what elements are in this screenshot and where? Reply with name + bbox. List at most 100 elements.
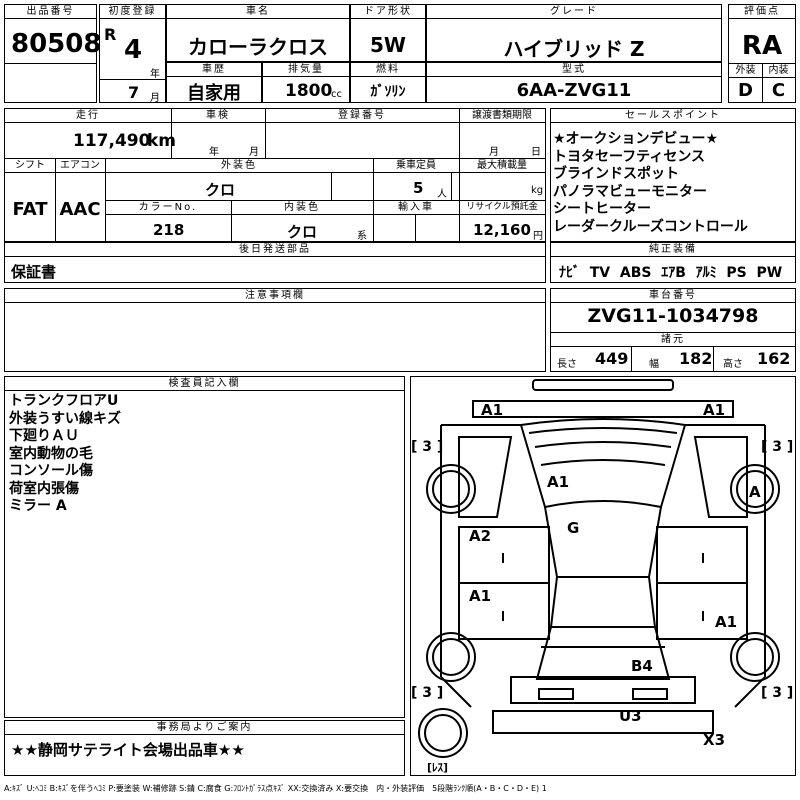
damage-mark: X3 [703, 731, 726, 749]
lot-box: 出品番号 80508 [4, 4, 101, 103]
damage-mark: U3 [619, 707, 642, 725]
deadline-label: 譲渡書類期限 [459, 109, 545, 123]
inspector-item: ミラー A [9, 498, 67, 514]
fuel-label: 燃料 [351, 63, 425, 77]
chassis-box: 車台番号 ZVG11-1034798 諸元 長さ 449 幅 182 高さ 16… [550, 288, 796, 372]
displacement-box: 排気量 1800 cc [262, 62, 350, 103]
sales-point-item: トヨタセーフティセンス [553, 148, 706, 165]
int-score-label: 内装 [762, 64, 795, 78]
car-name-value: カローラクロス [188, 35, 328, 59]
capacity-unit: 人 [437, 189, 447, 200]
equipment-item: ｱﾙﾐ [695, 265, 717, 281]
equipment-box: 純正装備 ﾅﾋﾞ TV ABS ｴｱB ｱﾙﾐ PS PW [550, 242, 796, 283]
history-box: 車歴 自家用 [166, 62, 262, 104]
lot-label: 出品番号 [5, 5, 96, 19]
history-value: 自家用 [187, 83, 241, 104]
damage-mark: A [749, 483, 761, 501]
aircon-value: AAC [59, 199, 101, 220]
height-value: 162 [757, 349, 791, 368]
later-parts-value: 保証書 [11, 263, 57, 281]
model-value: 6AA-ZVG11 [516, 80, 632, 101]
spare-mark: [ﾚｽ] [427, 761, 449, 774]
reg-year-unit: 年 [150, 69, 160, 80]
office-label: 事務局よりご案内 [5, 721, 404, 735]
sales-point-item: シートヒーター [553, 201, 651, 217]
mileage-label: 走行 [5, 109, 172, 123]
legend: A:ｷｽﾞ U:ﾍｺﾐ B:ｷｽﾞを伴うﾍｺﾐ P:要塗装 W:補修跡 S:錆 … [4, 784, 547, 793]
shift-label: シフト [5, 159, 56, 173]
height-label: 高さ [723, 359, 743, 370]
damage-mark: A1 [481, 401, 504, 419]
sales-point-item: レーダークルーズコントロール [553, 218, 748, 235]
notes-box: 注意事項欄 [4, 288, 546, 372]
inspector-item: 室内動物の毛 [9, 445, 93, 462]
reg-month: 7 [128, 83, 140, 102]
door-label: ドア形状 [351, 5, 425, 19]
width-label: 幅 [649, 359, 659, 370]
int-color-value: クロ [287, 223, 318, 241]
ext-score-value: D [738, 80, 753, 101]
history-label: 車歴 [167, 63, 261, 77]
sales-points-label: セールスポイント [551, 109, 795, 123]
recycle-unit: 円 [533, 231, 543, 242]
reg-era: R [104, 25, 117, 44]
sales-point-item: ブラインドスポット [553, 166, 679, 182]
tire-mark: [ 3 ] [411, 439, 444, 455]
recycle-label: リサイクル預託金 [459, 201, 545, 215]
inspector-item: コンソール傷 [9, 463, 93, 479]
max-load-unit: kg [531, 185, 544, 196]
lot-value: 80508 [11, 29, 102, 59]
fuel-box: 燃料 ｶﾞｿﾘﾝ [350, 62, 426, 103]
tire-mark: [ 3 ] [761, 685, 794, 701]
equipment-list: ﾅﾋﾞ TV ABS ｴｱB ｱﾙﾐ PS PW [559, 262, 782, 282]
score-box: 評価点 RA 外装 内装 D C [728, 4, 796, 103]
chassis-label: 車台番号 [551, 289, 795, 303]
damage-mark: G [567, 519, 580, 537]
displacement-unit: cc [331, 89, 342, 100]
chassis-value: ZVG11-1034798 [587, 305, 759, 327]
model-label: 型式 [427, 63, 721, 77]
int-color-unit: 系 [357, 231, 367, 242]
recycle-value: 12,160 [473, 221, 531, 239]
ext-color-value: クロ [205, 181, 236, 199]
reg-label: 初度登録 [100, 5, 165, 19]
fuel-value: ｶﾞｿﾘﾝ [370, 84, 406, 100]
capacity-value: 5 [413, 179, 424, 197]
capacity-label: 乗車定員 [373, 159, 460, 173]
damage-mark: A2 [469, 527, 492, 545]
equipment-item: ｴｱB [661, 265, 686, 281]
later-parts-box: 後日発送部品 保証書 [4, 242, 546, 283]
equipment-item: PW [756, 265, 783, 281]
tire-mark: [ 3 ] [761, 439, 794, 455]
shift-value: FAT [12, 199, 48, 220]
color-no-value: 218 [153, 221, 185, 239]
damage-mark: A1 [469, 587, 492, 605]
model-box: 型式 6AA-ZVG11 [426, 62, 722, 103]
damage-mark: A1 [547, 473, 570, 491]
int-color-label: 内装色 [231, 201, 374, 215]
inspector-item: トランクフロアU [9, 393, 119, 409]
sales-points-box: セールスポイント ★オークションデビュー★ トヨタセーフティセンス ブラインドス… [550, 108, 796, 242]
displacement-label: 排気量 [263, 63, 349, 77]
grade-box: グレード ハイブリッド Z [426, 4, 722, 62]
import-label: 輸入車 [373, 201, 460, 215]
equipment-item: PS [726, 265, 747, 281]
deadline-month-unit: 月 [489, 147, 499, 158]
spec-grid: 走行 車検 登録番号 譲渡書類期限 117,490 km 年 月 月 日 シフト… [4, 108, 546, 242]
grade-label: グレード [427, 5, 721, 19]
inspector-item: 外装うすい線キズ [9, 410, 121, 427]
max-load-label: 最大積載量 [459, 159, 545, 173]
inspector-item: 荷室内張傷 [9, 480, 79, 497]
width-value: 182 [679, 349, 713, 368]
damage-mark: B4 [631, 657, 653, 675]
score-value: RA [741, 31, 783, 61]
tire-mark: [ 3 ] [411, 685, 444, 701]
car-name-label: 車名 [167, 5, 349, 19]
score-label: 評価点 [729, 5, 795, 19]
door-value: 5W [370, 33, 406, 57]
plate-label: 登録番号 [265, 109, 460, 123]
office-value: ★★静岡サテライト会場出品車★★ [11, 741, 245, 759]
aircon-label: エアコン [55, 159, 106, 173]
grade-value: ハイブリッド Z [503, 37, 645, 61]
ext-color-label: 外装色 [105, 159, 374, 173]
